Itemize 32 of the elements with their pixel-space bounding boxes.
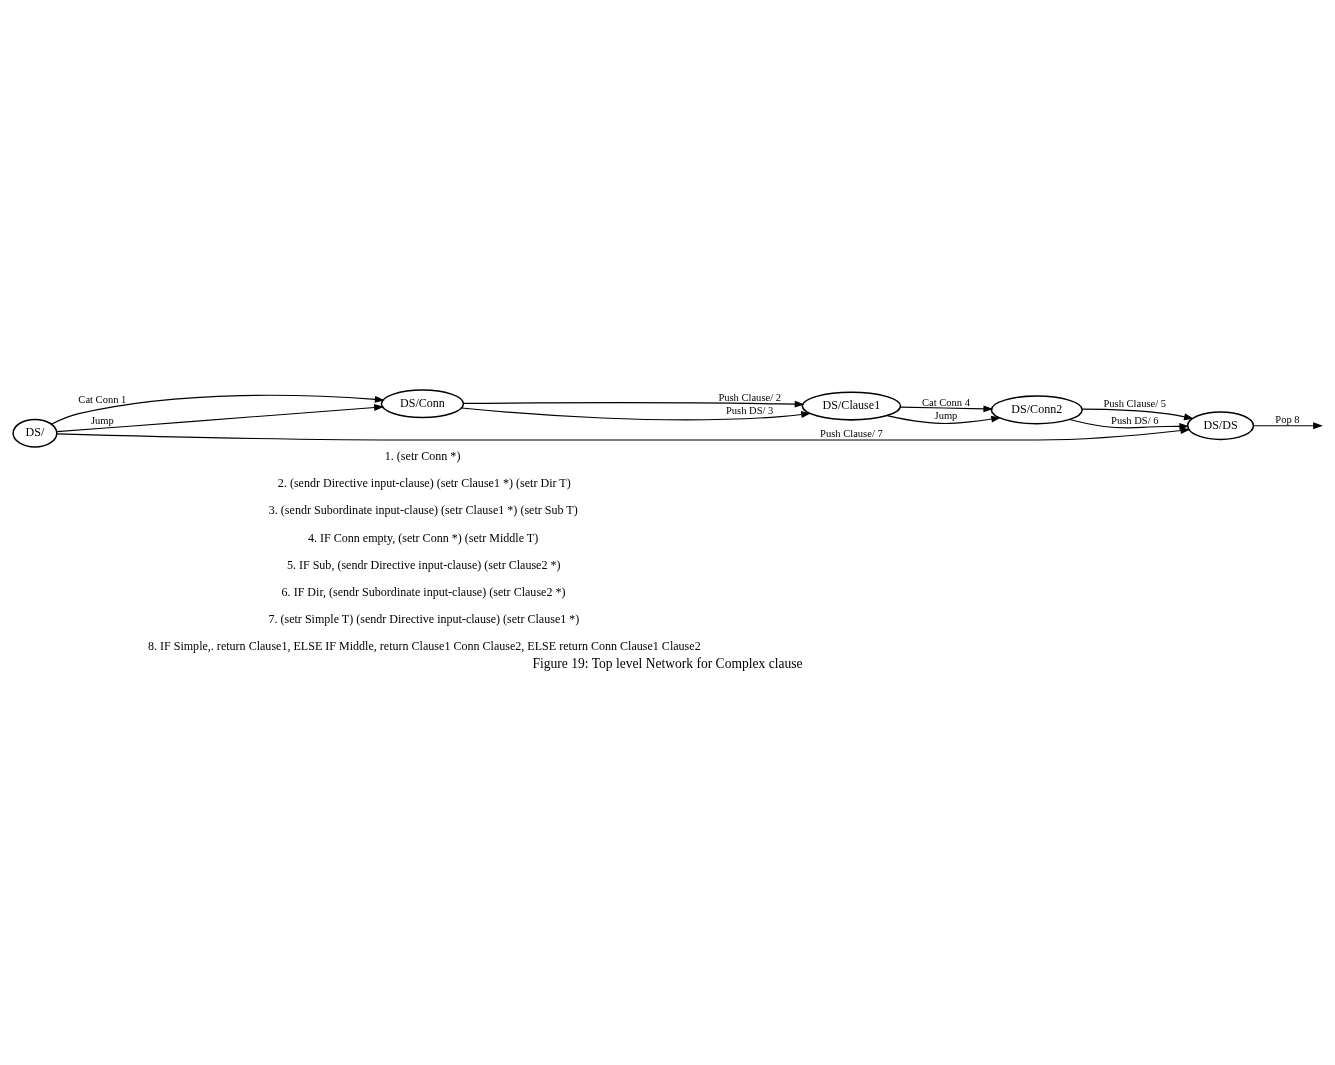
arrow (463, 400, 805, 408)
edge-label: Push Clause/ 7 (820, 428, 883, 440)
label: 1. (setr Conn *) (384, 449, 461, 464)
arrow (1081, 408, 1194, 421)
node-ellipse: DS/ (12, 418, 58, 448)
arrow (899, 405, 994, 413)
arrow (51, 394, 385, 425)
label: 6. IF Dir, (sendr Subordinate input-clause) (setr Clause2 *) (281, 584, 566, 599)
edge-label: Push DS/ 6 (1111, 414, 1159, 426)
caption: Figure 19: Top level Network for Complex clause (532, 655, 803, 671)
label: 4. IF Conn empty, (setr Conn *) (setr Middle T) (307, 530, 539, 545)
edge-label: Jump (90, 414, 114, 426)
arrow (886, 415, 1002, 425)
label: 5. IF Sub, (sendr Directive input-clause) (setr Clause2 *) (286, 557, 561, 572)
edge-label: Push Clause/ 5 (1103, 398, 1167, 410)
arrow (1253, 422, 1323, 430)
edge-label: Push DS/ 3 (725, 404, 774, 416)
label: 7. (setr Simple T) (sendr Directive input-clause) (setr Clause1 *) (268, 611, 580, 626)
edge-label: Jump (934, 410, 958, 422)
label: 8. IF Simple,. return Clause1, ELSE IF Middle, return Clause1 Conn Clause2, ELSE return Conn Clause1 Clause2 (147, 638, 701, 653)
arrow (56, 427, 1191, 441)
arrow (1069, 419, 1190, 430)
node-ellipse: DS/DS (1186, 411, 1255, 441)
edge-label: Cat Conn 1 (78, 393, 127, 405)
arrow (56, 404, 384, 433)
edge-label: Pop 8 (1275, 413, 1300, 425)
arrow (461, 407, 811, 421)
label: 3. (sendr Subordinate input-clause) (setr Clause1 *) (setr Sub T) (268, 503, 578, 518)
edge-label: Push Clause/ 2 (718, 391, 781, 403)
label: 2. (sendr Directive input-clause) (setr Clause1 *) (setr Dir T) (277, 476, 571, 491)
edge-label: Cat Conn 4 (921, 396, 970, 408)
node-ellipse: DS/Conn (380, 389, 465, 419)
